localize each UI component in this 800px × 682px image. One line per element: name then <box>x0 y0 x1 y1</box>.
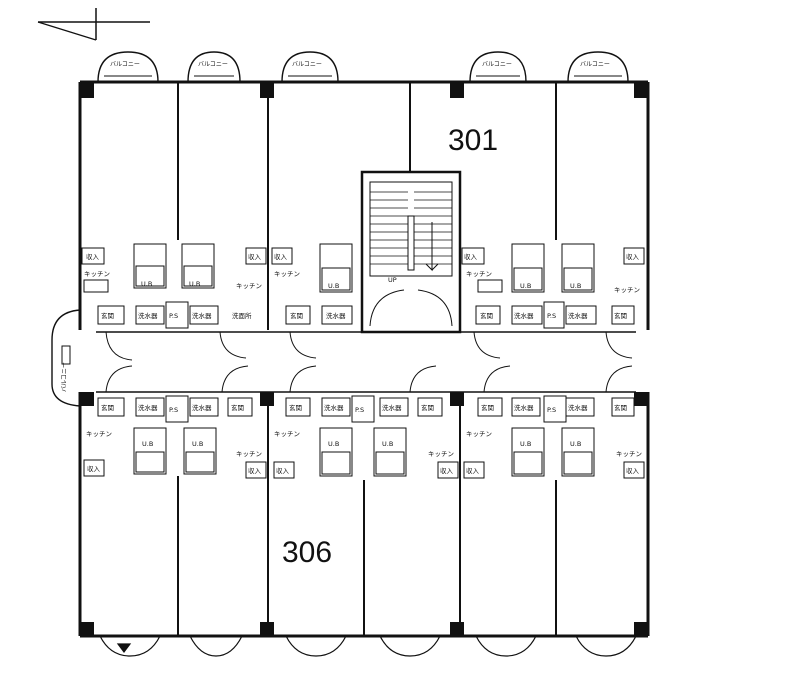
svg-text:洗水器: 洗水器 <box>568 403 588 412</box>
svg-text:キッチン: キッチン <box>428 450 454 458</box>
svg-text:玄関: 玄関 <box>290 311 303 320</box>
balcony-top-5: バルコニー <box>567 51 629 83</box>
balcony-top-3: バルコニー <box>281 51 339 83</box>
svg-text:キッチン: キッチン <box>466 430 492 438</box>
svg-text:U.B: U.B <box>328 282 339 290</box>
svg-text:U.B: U.B <box>192 440 203 448</box>
svg-text:玄関: 玄関 <box>289 403 302 412</box>
svg-text:収入: 収入 <box>466 467 480 475</box>
svg-text:玄関: 玄関 <box>480 311 493 320</box>
svg-text:洗水器: 洗水器 <box>192 311 212 320</box>
svg-text:玄関: 玄関 <box>614 403 627 412</box>
svg-text:洗水器: 洗水器 <box>382 403 402 412</box>
svg-text:バルコニー: バルコニー <box>580 61 610 68</box>
svg-text:P.S: P.S <box>355 406 364 414</box>
bottom-wet-areas: 玄関 洗水器 P.S キッチン U.B 収入 洗水器 U.B 玄関 キッチン 収… <box>83 395 645 479</box>
corridor-doors <box>105 331 633 393</box>
svg-text:バルコニー: バルコニー <box>61 362 68 392</box>
svg-text:U.B: U.B <box>189 280 200 288</box>
bottom-unit-walls <box>177 392 557 636</box>
svg-text:収入: 収入 <box>248 253 262 261</box>
svg-text:U.B: U.B <box>520 440 531 448</box>
bottom-balconies <box>99 635 637 657</box>
top-unit-walls <box>177 82 557 334</box>
svg-text:収入: 収入 <box>248 467 262 475</box>
svg-text:洗水器: 洗水器 <box>138 311 158 320</box>
svg-text:U.B: U.B <box>520 282 531 290</box>
svg-text:U.B: U.B <box>142 440 153 448</box>
svg-text:玄関: 玄関 <box>231 403 244 412</box>
svg-text:P.S: P.S <box>169 406 178 414</box>
svg-text:収入: 収入 <box>86 253 100 261</box>
room-number-301: 301 <box>448 124 498 157</box>
svg-text:洗水器: 洗水器 <box>326 311 346 320</box>
svg-text:キッチン: キッチン <box>274 430 300 438</box>
svg-text:U.B: U.B <box>570 440 581 448</box>
svg-text:収入: 収入 <box>87 465 101 473</box>
svg-text:収入: 収入 <box>626 253 640 261</box>
svg-text:洗水器: 洗水器 <box>568 311 588 320</box>
svg-text:洗水器: 洗水器 <box>138 403 158 412</box>
svg-text:玄関: 玄関 <box>101 403 114 412</box>
svg-text:玄関: 玄関 <box>421 403 434 412</box>
stair-core: UP <box>369 191 453 327</box>
side-balcony: バルコニー <box>51 309 81 407</box>
svg-text:U.B: U.B <box>570 282 581 290</box>
svg-text:バルコニー: バルコニー <box>110 61 140 68</box>
north-arrow-icon <box>37 8 150 41</box>
top-balconies: バルコニー バルコニー バルコニー バルコニー バルコニー <box>97 51 629 83</box>
svg-text:P.S: P.S <box>547 312 556 320</box>
balcony-top-1: バルコニー <box>97 51 159 83</box>
svg-text:バルコニー: バルコニー <box>482 61 512 68</box>
svg-text:キッチン: キッチン <box>466 270 492 278</box>
svg-text:収入: 収入 <box>464 253 478 261</box>
svg-text:キッチン: キッチン <box>616 450 642 458</box>
svg-text:キッチン: キッチン <box>84 270 110 278</box>
svg-text:P.S: P.S <box>547 406 556 414</box>
svg-text:洗水器: 洗水器 <box>192 403 212 412</box>
svg-text:キッチン: キッチン <box>86 430 112 438</box>
svg-text:収入: 収入 <box>274 253 288 261</box>
svg-text:洗水器: 洗水器 <box>514 311 534 320</box>
top-wet-areas: 収入 キッチン U.B 玄関 洗水器 P.S U.B 洗水器 収入 キッチン 洗… <box>81 243 645 329</box>
svg-text:キッチン: キッチン <box>236 282 262 290</box>
svg-text:収入: 収入 <box>276 467 290 475</box>
svg-text:バルコニー: バルコニー <box>198 61 228 68</box>
balcony-top-4: バルコニー <box>469 51 527 83</box>
svg-text:U.B: U.B <box>141 280 152 288</box>
svg-text:洗面所: 洗面所 <box>232 311 252 320</box>
svg-text:UP: UP <box>388 276 397 284</box>
svg-text:P.S: P.S <box>169 312 178 320</box>
room-number-306: 306 <box>282 536 332 569</box>
svg-text:U.B: U.B <box>328 440 339 448</box>
svg-text:キッチン: キッチン <box>614 286 640 294</box>
svg-text:玄関: 玄関 <box>101 311 114 320</box>
svg-text:洗水器: 洗水器 <box>324 403 344 412</box>
svg-text:バルコニー: バルコニー <box>292 61 322 68</box>
svg-text:キッチン: キッチン <box>274 270 300 278</box>
svg-text:洗水器: 洗水器 <box>514 403 534 412</box>
svg-text:収入: 収入 <box>626 467 640 475</box>
svg-text:収入: 収入 <box>440 467 454 475</box>
svg-text:玄関: 玄関 <box>614 311 627 320</box>
svg-text:玄関: 玄関 <box>481 403 494 412</box>
balcony-top-2: バルコニー <box>187 51 241 83</box>
svg-text:U.B: U.B <box>382 440 393 448</box>
svg-text:キッチン: キッチン <box>236 450 262 458</box>
